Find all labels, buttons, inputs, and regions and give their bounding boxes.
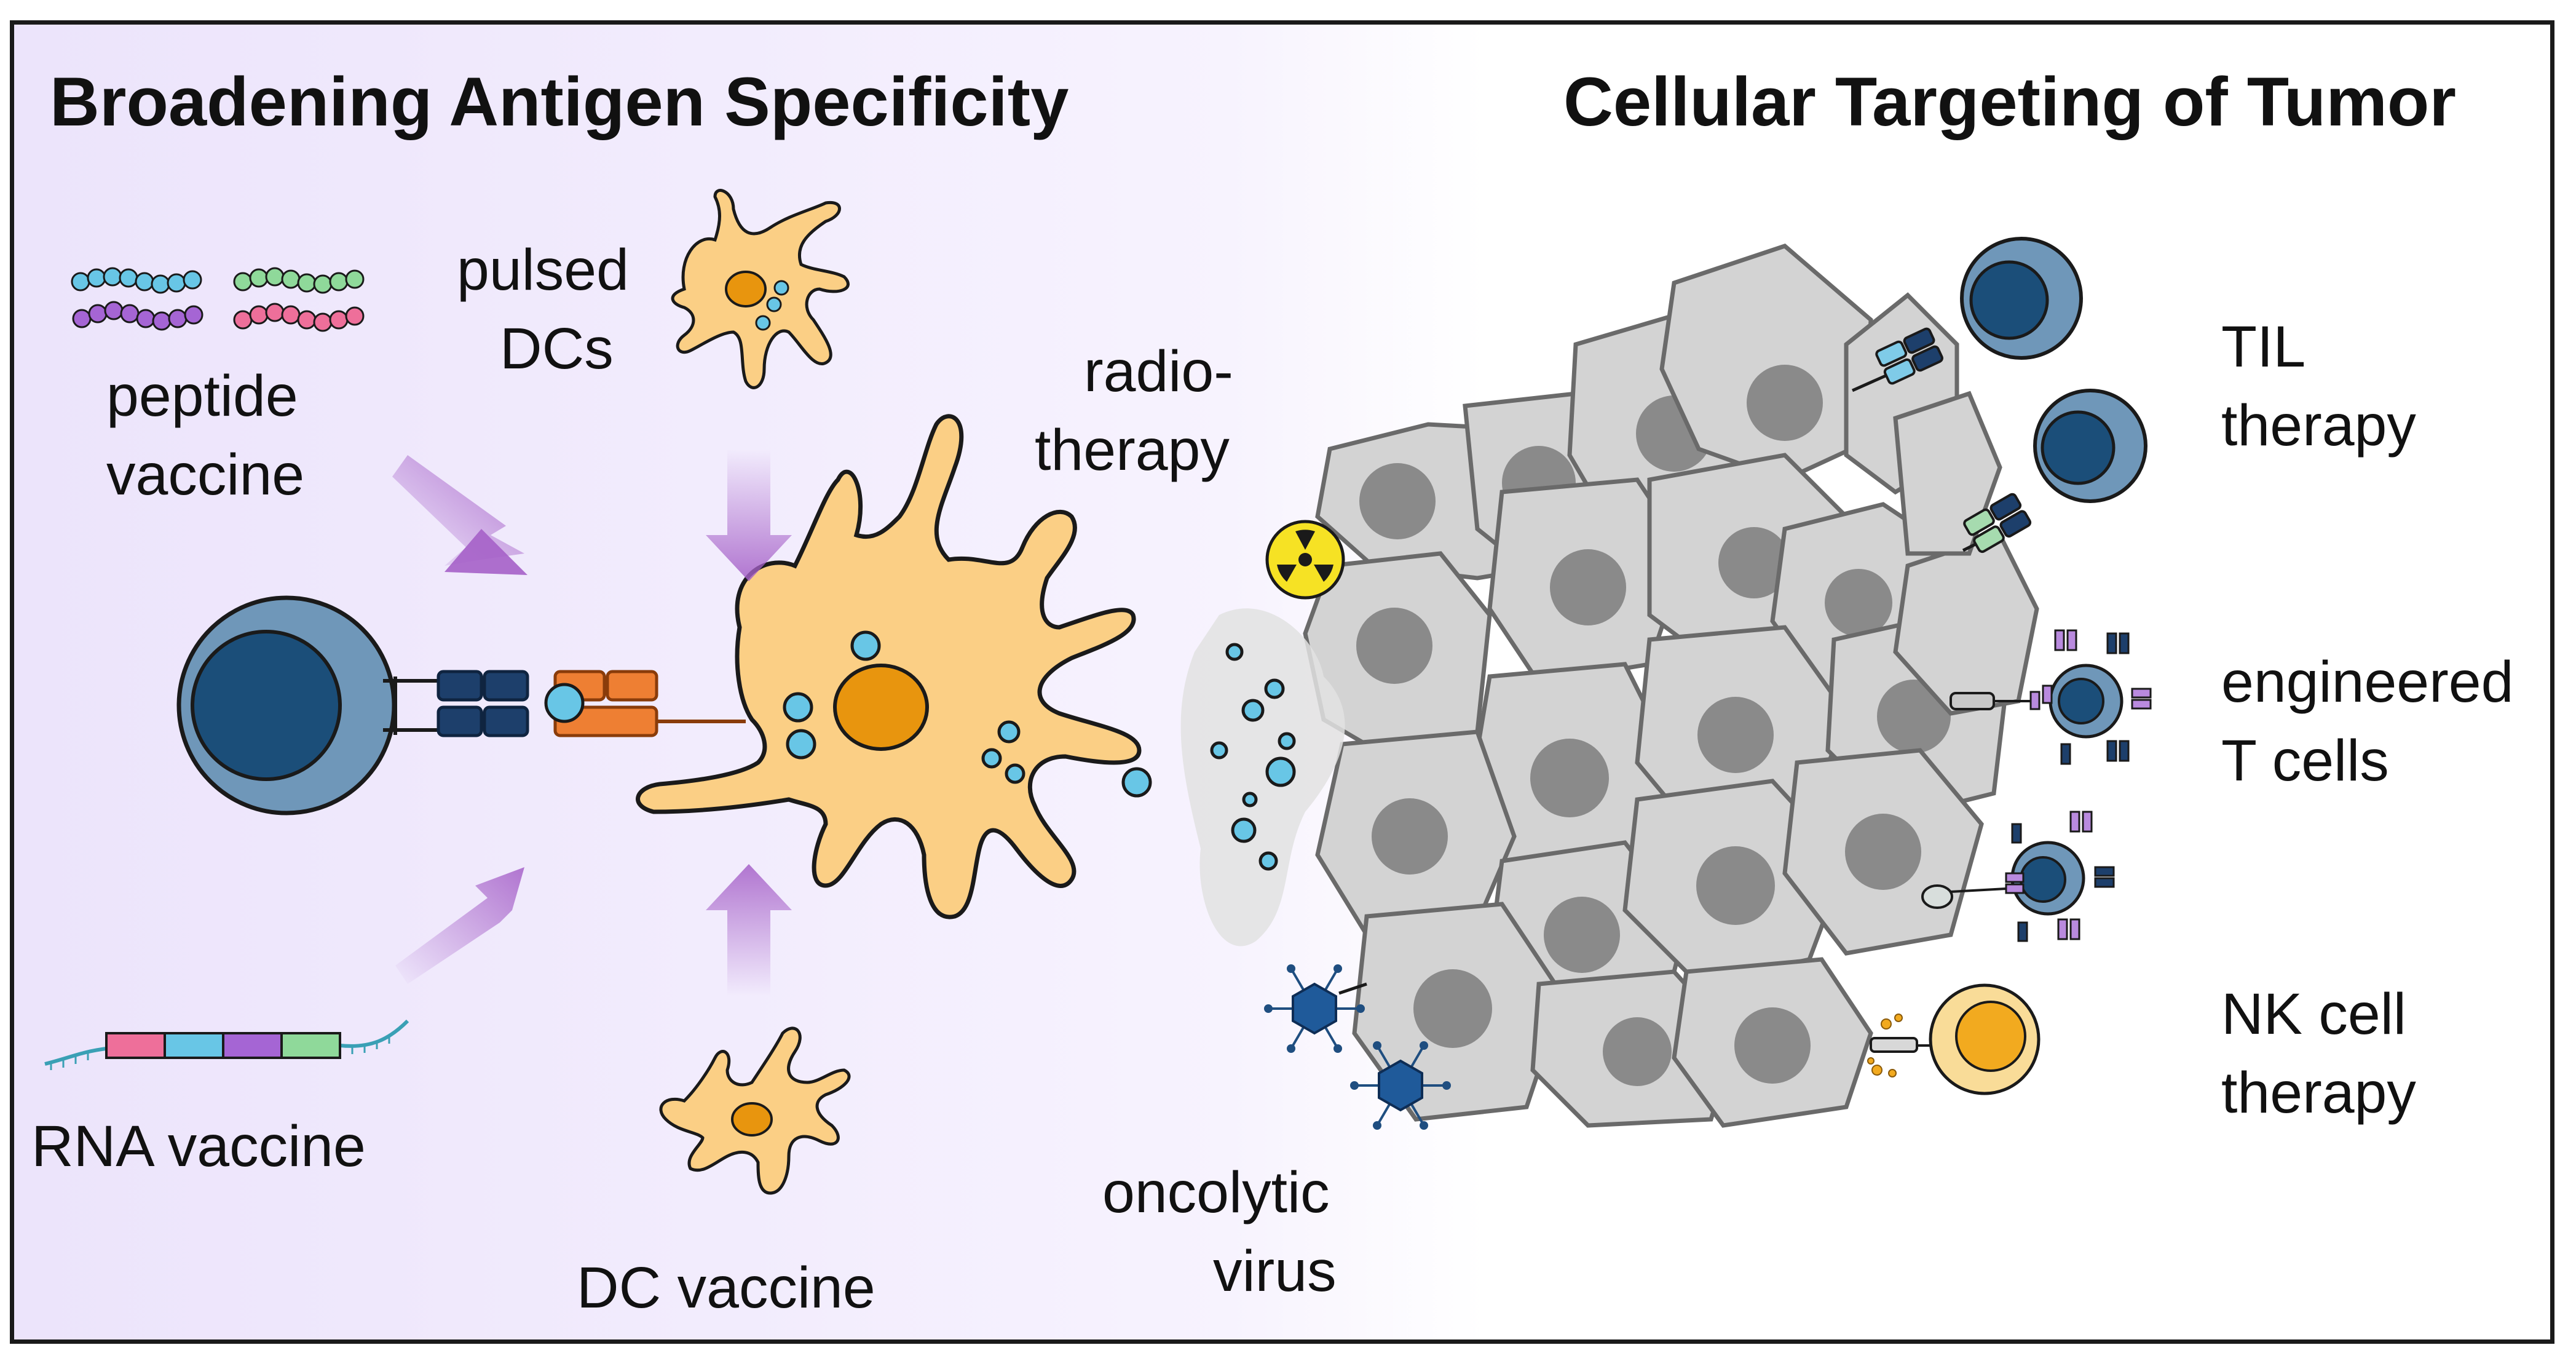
label-til-therapy: TIL therapy bbox=[2221, 308, 2416, 465]
label-peptide-vaccine-line2: vaccine bbox=[106, 442, 305, 507]
label-rna-vaccine: RNA vaccine bbox=[31, 1114, 366, 1179]
label-dc-vaccine: DC vaccine bbox=[577, 1255, 875, 1320]
heading-cellular-targeting-of-tumor: Cellular Targeting of Tumor bbox=[1563, 63, 2456, 140]
label-nk-cell-therapy: NK cell therapy bbox=[2221, 975, 2416, 1132]
pulsed-dendritic-cell bbox=[671, 189, 850, 389]
label-engineered-t-cells: engineered T cells bbox=[2221, 643, 2513, 800]
label-oncolytic-virus-line2: virus bbox=[1213, 1239, 1337, 1304]
label-nk-cell-therapy-line2: therapy bbox=[2221, 1060, 2416, 1125]
label-pulsed-dcs-line1: pulsed bbox=[457, 237, 629, 303]
label-radiotherapy-line1: radio- bbox=[1084, 339, 1233, 404]
tcr-mhc-complex bbox=[437, 670, 746, 737]
label-pulsed-dcs-line2: DCs bbox=[500, 316, 614, 381]
t-cell-left bbox=[176, 595, 438, 815]
dc-vaccine-cell bbox=[659, 1026, 851, 1195]
nk-cell bbox=[1867, 983, 2041, 1095]
radiation-icon bbox=[1265, 520, 1345, 600]
label-oncolytic-virus-line1: oncolytic bbox=[1102, 1160, 1330, 1225]
dendritic-cell-large bbox=[636, 414, 1142, 919]
tumor-mass bbox=[1303, 244, 2039, 1128]
peptide-chain-icon bbox=[71, 267, 365, 332]
label-radiotherapy: radio- therapy bbox=[1035, 332, 1233, 490]
arrows bbox=[392, 449, 792, 996]
label-oncolytic-virus: oncolytic virus bbox=[1102, 1153, 1337, 1311]
label-nk-cell-therapy-line1: NK cell bbox=[2221, 982, 2406, 1047]
label-til-therapy-line1: TIL bbox=[2221, 314, 2306, 379]
engineered-t-cells bbox=[1921, 629, 2152, 942]
antigen-release-zone bbox=[1180, 608, 1345, 946]
released-antigens bbox=[981, 643, 1296, 871]
label-peptide-vaccine-line1: peptide bbox=[106, 363, 298, 429]
rna-strand-icon bbox=[44, 1019, 409, 1070]
scene bbox=[44, 189, 2152, 1195]
label-engineered-t-cells-line1: engineered bbox=[2221, 649, 2514, 715]
virus-icon bbox=[1264, 964, 1451, 1130]
til-cells bbox=[1851, 237, 2147, 554]
heading-broadening-antigen-specificity: Broadening Antigen Specificity bbox=[50, 63, 1069, 140]
label-radiotherapy-line2: therapy bbox=[1035, 418, 1230, 483]
label-peptide-vaccine: peptide vaccine bbox=[106, 357, 304, 514]
figure-frame: Broadening Antigen Specificity Cellular … bbox=[10, 20, 2554, 1344]
label-engineered-t-cells-line2: T cells bbox=[2221, 728, 2389, 793]
label-til-therapy-line2: therapy bbox=[2221, 393, 2416, 458]
label-pulsed-dcs: pulsed DCs bbox=[457, 231, 629, 388]
